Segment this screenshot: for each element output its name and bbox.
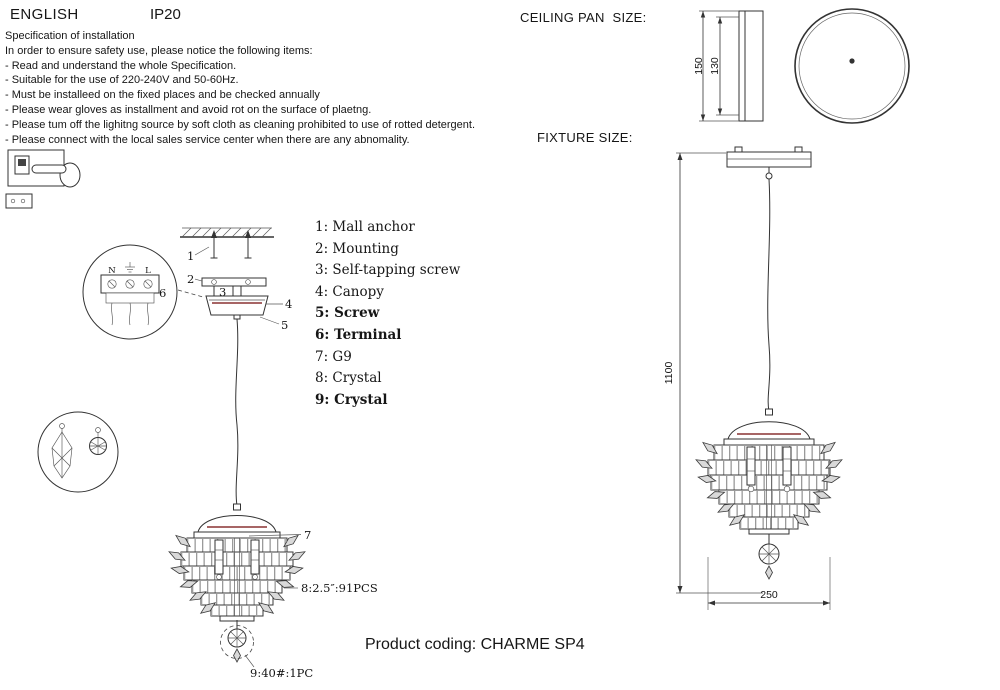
- spec-item: - Please connect with the local sales se…: [5, 133, 410, 146]
- part-item-6: 6: Terminal: [315, 326, 402, 343]
- product-coding: Product coding: CHARME SP4: [365, 636, 585, 653]
- callout-4: 4: [285, 297, 292, 311]
- part-item-3: 3: Self-tapping screw: [315, 262, 461, 279]
- callout-crystal-9: 9:40#:1PC: [250, 666, 313, 680]
- part-item-4: 4: Canopy: [315, 283, 384, 300]
- ceiling-pan-size-label: CEILING PAN SIZE:: [520, 10, 647, 25]
- callout-5: 5: [281, 318, 288, 332]
- fixture-dimension-height: 1100: [663, 152, 763, 594]
- spec-text-block: Specification of installation In order t…: [5, 29, 475, 147]
- callout-2: 2: [187, 272, 194, 286]
- terminal-neutral-label: N: [108, 266, 116, 276]
- fixture-size-label: FIXTURE SIZE:: [537, 130, 633, 145]
- spec-item: - Please tum off the lighitng source by …: [5, 118, 476, 131]
- terminal-live-label: L: [145, 266, 151, 276]
- dimension-150: 150: [693, 57, 705, 75]
- part-item-5: 5: Screw: [315, 305, 380, 322]
- center-hole: [849, 58, 855, 64]
- ceiling-pan-side-view: 150 130: [693, 10, 764, 122]
- language-label: ENGLISH: [10, 6, 79, 23]
- spec-item: - Please wear gloves as installment and …: [5, 103, 372, 116]
- callout-1: 1: [187, 249, 194, 263]
- spec-item: - Suitable for the use of 220-240V and 5…: [5, 74, 239, 87]
- spec-item: - Read and understand the whole Specific…: [5, 59, 237, 72]
- dimension-130: 130: [709, 57, 721, 75]
- spec-intro: In order to ensure safety use, please no…: [5, 44, 313, 57]
- fixture-ceiling-plate: [726, 146, 812, 180]
- ceiling-mounting-drawing: 1 2 3 4 5: [180, 227, 292, 332]
- spec-title: Specification of installation: [5, 30, 135, 42]
- part-item-2: 2: Mounting: [315, 240, 399, 257]
- ground-symbol-icon: [125, 262, 135, 273]
- terminal-detail-circle: N L 6: [82, 244, 204, 340]
- installation-diagram: N L 6 1 2: [5, 149, 378, 680]
- fixture-dimension-width: 250: [707, 557, 831, 610]
- part-item-7: 7: G9: [315, 348, 352, 365]
- callout-6: 6: [159, 286, 166, 300]
- power-off-hand-icon: [5, 149, 81, 209]
- crystal-detail-circle: [37, 411, 119, 493]
- callout-3: 3: [219, 285, 226, 299]
- fixture-lamp: [693, 408, 845, 580]
- parts-list: 1: Mall anchor 2: Mounting 3: Self-tappi…: [315, 217, 460, 411]
- fixture-wire: [767, 178, 771, 412]
- pendant-lamp-drawing: [166, 503, 308, 663]
- part-item-1: 1: Mall anchor: [315, 219, 415, 235]
- fixture-drawing: 1100: [663, 146, 845, 610]
- dimension-1100: 1100: [663, 362, 675, 385]
- callout-crystal-8: 8:2.5″:91PCS: [301, 581, 378, 595]
- suspension-wire: [235, 318, 239, 507]
- spec-item: - Must be installeed on the fixed places…: [5, 89, 320, 102]
- part-item-9: 9: Crystal: [315, 391, 388, 408]
- ceiling-pan-top-view: [794, 8, 910, 124]
- dimension-250: 250: [760, 589, 778, 601]
- callout-7: 7: [304, 528, 311, 542]
- ip-rating-label: IP20: [150, 6, 181, 23]
- part-item-8: 8: Crystal: [315, 370, 382, 387]
